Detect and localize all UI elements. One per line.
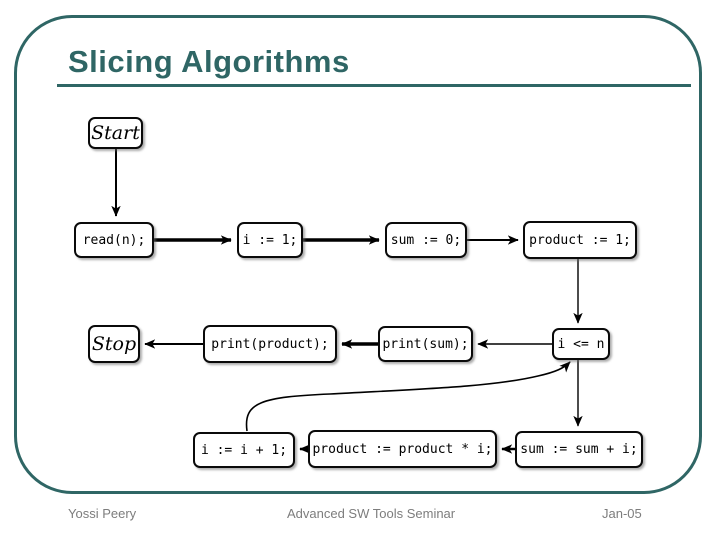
flowchart-node-stop: Stop xyxy=(88,325,140,363)
slide-title: Slicing Algorithms xyxy=(68,44,350,79)
footer-seminar-title: Advanced SW Tools Seminar xyxy=(287,506,456,521)
flowchart-node-read: read(n); xyxy=(74,222,154,258)
title-underline xyxy=(57,84,691,87)
flowchart-node-init-i: i := 1; xyxy=(237,222,303,258)
flowchart-node-print-sum: print(sum); xyxy=(378,326,473,362)
flowchart-node-mul-product: product := product * i; xyxy=(308,430,497,468)
flowchart-node-add-sum: sum := sum + i; xyxy=(515,431,643,468)
footer-author: Yossi Peery xyxy=(68,506,137,521)
flowchart-node-print-product: print(product); xyxy=(203,325,337,363)
flowchart-node-start: Start xyxy=(88,117,143,149)
footer-date: Jan-05 xyxy=(602,506,642,521)
flowchart-node-init-sum: sum := 0; xyxy=(385,222,467,258)
flowchart-node-inc-i: i := i + 1; xyxy=(193,432,295,468)
flowchart-node-condition: i <= n xyxy=(552,328,610,360)
flowchart-node-init-product: product := 1; xyxy=(523,221,637,259)
slide-border-frame xyxy=(14,15,702,494)
